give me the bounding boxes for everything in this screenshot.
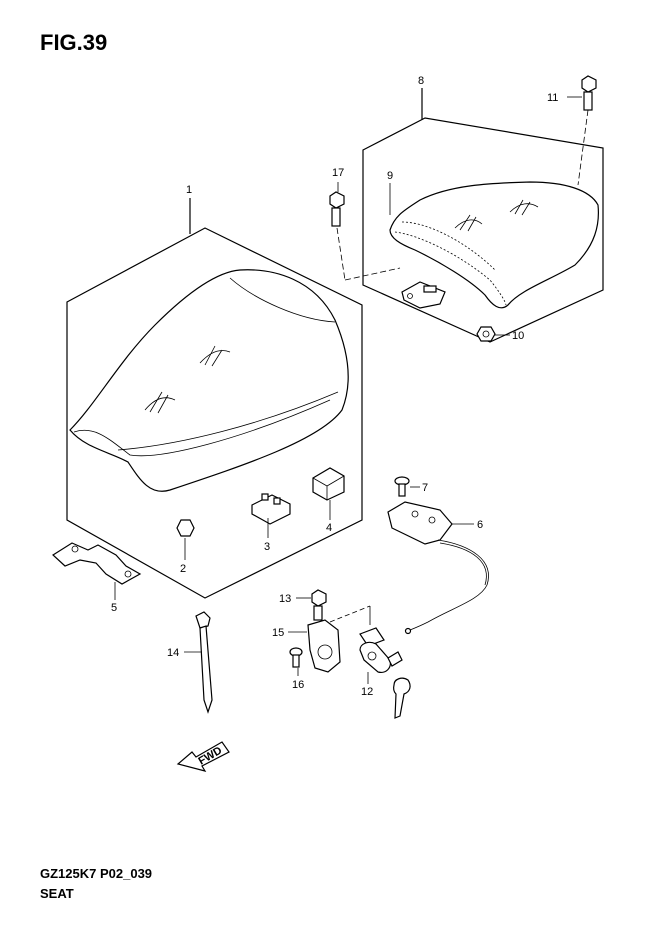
model-code: GZ125K7 P02_039 <box>40 866 153 881</box>
section-name: SEAT <box>40 886 74 901</box>
rear-seat-frame <box>362 117 604 343</box>
callout-16: 16 <box>292 679 304 691</box>
fwd-arrow-icon: FWD <box>176 741 230 772</box>
callout-5: 5 <box>111 602 117 614</box>
part-2 <box>176 519 195 560</box>
part-11 <box>567 75 597 186</box>
callout-11: 11 <box>547 92 558 104</box>
part-12 <box>359 627 411 719</box>
callout-1: 1 <box>186 184 192 196</box>
callout-9: 9 <box>387 170 393 182</box>
callout-7: 7 <box>422 482 428 494</box>
part-5 <box>52 542 142 600</box>
callout-10: 10 <box>512 330 524 342</box>
callout-13: 13 <box>279 593 291 605</box>
callout-15: 15 <box>272 627 284 639</box>
callout-17: 17 <box>332 167 344 179</box>
part-7 <box>394 476 420 497</box>
main-seat-frame <box>66 227 363 599</box>
part-16 <box>289 647 303 676</box>
callout-6: 6 <box>477 519 483 531</box>
callout-14: 14 <box>167 647 179 659</box>
part-14 <box>184 611 213 714</box>
main-seat <box>69 269 349 492</box>
callout-2: 2 <box>180 563 186 575</box>
rear-seat <box>389 181 599 309</box>
figure-title: FIG.39 <box>40 30 108 55</box>
part-13 <box>296 589 327 621</box>
callout-12: 12 <box>361 686 373 698</box>
part-3 <box>251 493 291 538</box>
part-15 <box>288 605 371 673</box>
part-17 <box>329 182 401 281</box>
part-10 <box>476 326 510 342</box>
fwd-label: FWD <box>196 745 224 768</box>
callout-3: 3 <box>264 541 270 553</box>
part-4 <box>312 467 345 520</box>
callout-8: 8 <box>418 75 424 87</box>
part-6 <box>387 501 489 635</box>
callout-4: 4 <box>326 522 332 534</box>
